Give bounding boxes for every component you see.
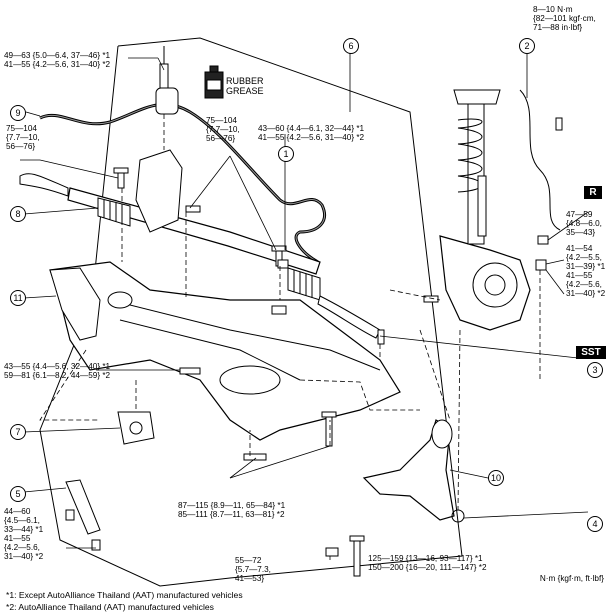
callout-9: 9 [10, 105, 26, 121]
torque-spec-crossmember: 43—55 {4.4—5.6, 32—40} *1 59—81 {6.1—8.2… [4, 362, 111, 380]
steering-boot-left [97, 197, 131, 227]
rubber-grease-label: RUBBER GREASE [226, 76, 264, 96]
footnote-1: *1: Except AutoAlliance Thailand (AAT) m… [6, 590, 243, 600]
steering-boot-right [287, 267, 321, 301]
steering-gear-housing [67, 187, 321, 275]
dashed-projection-lines [39, 114, 541, 511]
tie-rod-end-right [317, 295, 381, 339]
callout-7: 7 [10, 424, 26, 440]
assembly-boundary [39, 37, 463, 587]
torque-spec-knuckle-upper: 47—59 {4.8—6.0, 35—43} [566, 210, 602, 237]
steering-pinion-housing [135, 149, 183, 233]
torque-spec-stabilizer-link: 43—60 {4.4—6.1, 32—44} *1 41—55 {4.2—5.6… [258, 124, 365, 142]
torque-unit-label: N·m {kgf·m, ft·lbf} [539, 574, 604, 583]
torque-spec-reinforcement-plate: 44—60 {4.5—6.1, 33—44} *1 41—55 {4.2—5.6… [4, 507, 44, 561]
bolt-icons [65, 167, 549, 577]
torque-spec-knuckle-lower: 41—54 {4.2—5.5, 31—39} *1 41—55 {4.2—5.6… [566, 244, 606, 298]
torque-spec-bolt-bottom: 125—159 {13—16, 93—117} *1 150—200 {16—2… [368, 554, 487, 572]
rubber-grease-can-icon [204, 65, 224, 99]
reinforcement-plate [65, 479, 101, 535]
callout-3: 3 [587, 362, 603, 378]
callout-5: 5 [10, 486, 26, 502]
crossmember-bracket [49, 267, 101, 341]
callout-2: 2 [519, 38, 535, 54]
callout-6: 6 [343, 38, 359, 54]
callout-10: 10 [488, 470, 504, 486]
abs-sensor-wire [519, 89, 561, 231]
lower-arm [362, 419, 455, 521]
tie-rod-end-left [19, 173, 69, 197]
callout-8: 8 [10, 206, 26, 222]
callout-1: 1 [278, 146, 294, 162]
torque-spec-stabilizer-bracket: 49—63 {5.0—6.4, 37—46} *1 41—55 {4.2—5.6… [4, 51, 111, 69]
torque-spec-nut-bottom: 55—72 {5.7—7.3, 41—53} [235, 556, 271, 583]
torque-spec-tie-rod-end: 75—104 {7.7—10, 56—76} [6, 124, 40, 151]
front-crossmember [49, 261, 401, 441]
footnote-2: *2: AutoAlliance Thailand (AAT) manufact… [6, 602, 214, 612]
callout-4: 4 [587, 516, 603, 532]
stabilizer-bushing [155, 87, 179, 115]
torque-spec-top-right: 8—10 N·m {82—101 kgf·cm, 71—88 in·lbf} [533, 5, 596, 32]
sst-badge: SST [576, 346, 606, 359]
leader-lines [20, 52, 589, 576]
torque-spec-lower-arm-bolt: 87—115 {8.9—11, 65—84} *1 85—111 {8.7—11… [178, 501, 286, 519]
right-side-badge: R [584, 186, 602, 199]
callout-11: 11 [10, 290, 26, 306]
torque-spec-steering-gear: 75—104 {7.7—10, 56—76} [206, 116, 240, 143]
shock-absorber-coil-spring [453, 89, 501, 245]
rear-mount-bushing [117, 411, 155, 445]
